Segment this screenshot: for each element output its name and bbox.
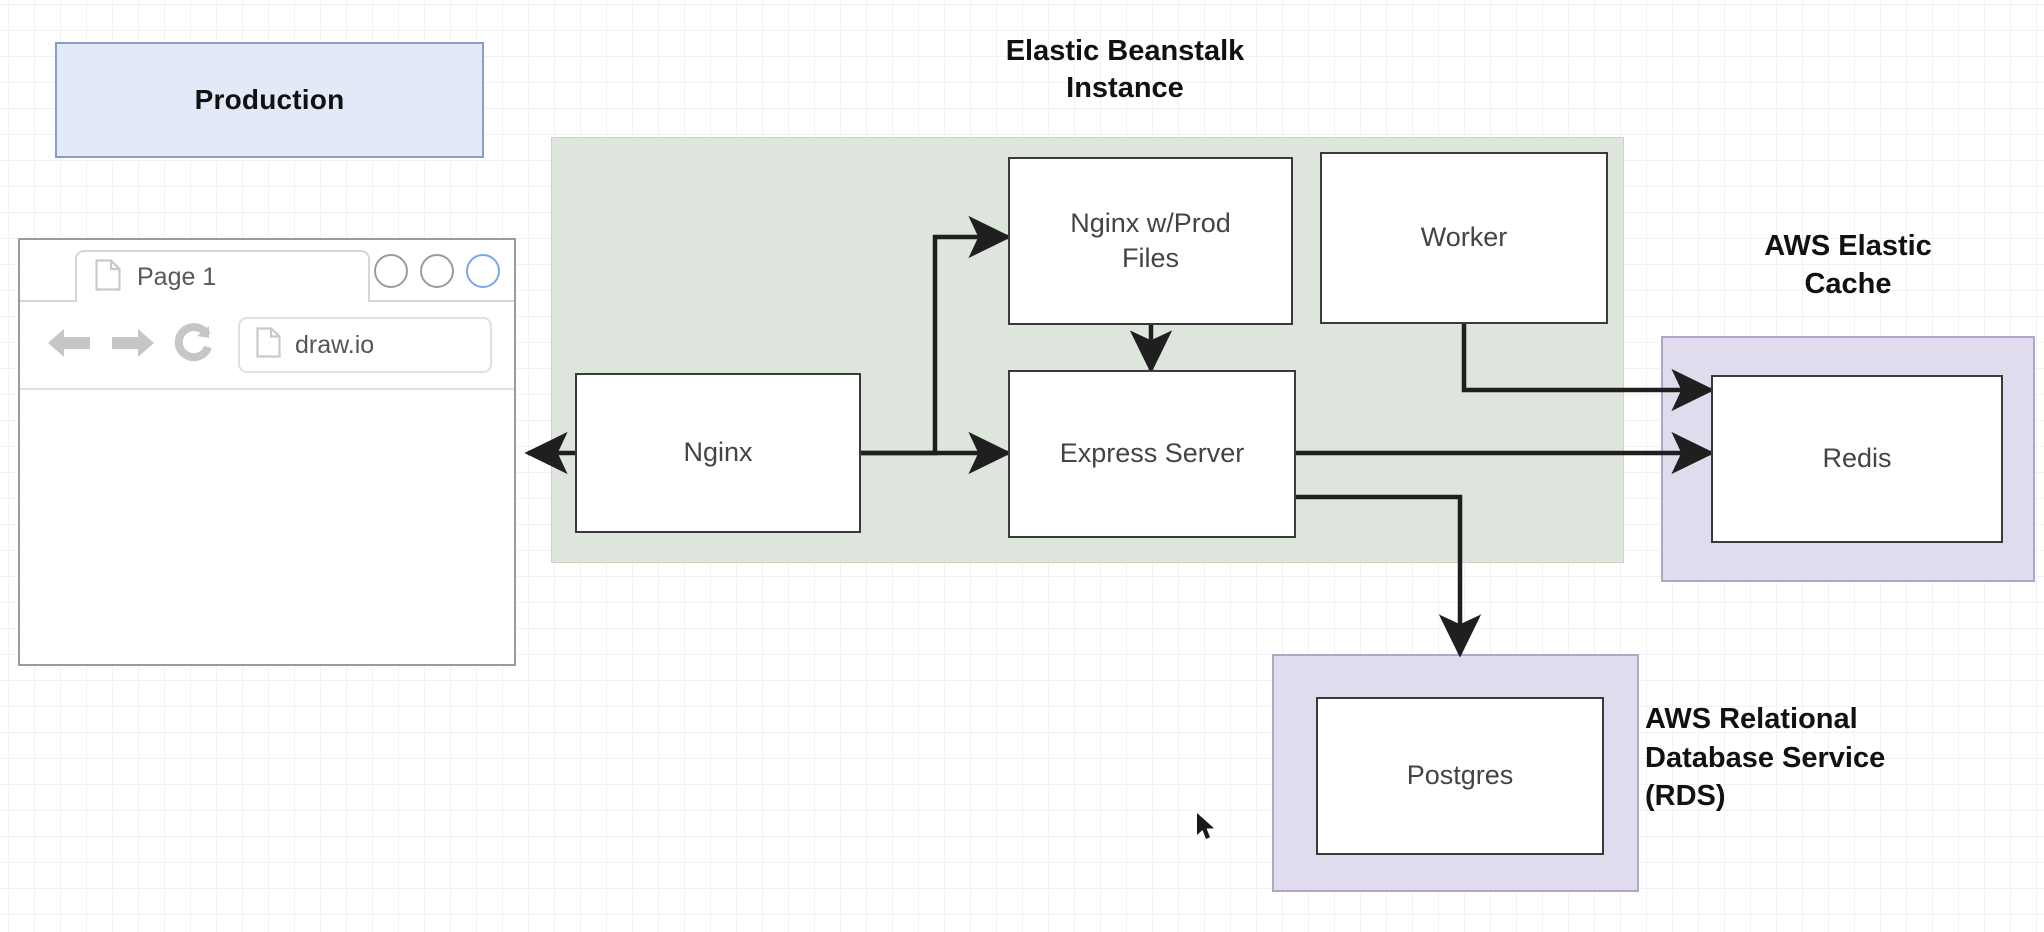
eb-title-line-1: Elastic Beanstalk (1005, 35, 1245, 67)
node-nginx[interactable]: Nginx (575, 373, 861, 533)
node-nginx-label: Nginx (683, 437, 753, 468)
node-nginx-prod-line-1: Nginx w/Prod (1070, 207, 1231, 238)
document-icon (95, 258, 121, 296)
node-express-server[interactable]: Express Server (1008, 370, 1296, 538)
rds-title-line-2: Database Service (1645, 741, 1886, 774)
node-redis-label: Redis (1822, 443, 1892, 474)
rds-title-line-1: AWS Relational (1645, 703, 1858, 735)
browser-toolbar: draw.io (20, 302, 514, 390)
browser-tab-label: Page 1 (137, 262, 217, 291)
browser-viewport (20, 390, 514, 664)
node-postgres[interactable]: Postgres (1316, 697, 1604, 855)
production-label: Production (194, 84, 345, 115)
node-redis[interactable]: Redis (1711, 375, 2003, 543)
cache-title-line-1: AWS Elastic (1764, 230, 1932, 262)
window-controls (374, 254, 500, 288)
mouse-pointer-icon (1196, 812, 1218, 849)
rds-title-line-3: (RDS) (1645, 780, 1726, 813)
elastic-beanstalk-group-title: Elastic Beanstalk Instance (930, 33, 1320, 107)
arrow-left-icon[interactable] (46, 324, 92, 367)
circle-button-1-icon[interactable] (374, 254, 408, 288)
eb-title-line-2: Instance (1066, 72, 1184, 105)
node-nginx-with-prod-files[interactable]: Nginx w/Prod Files (1008, 157, 1293, 325)
elastic-cache-group-title: AWS Elastic Cache (1658, 228, 2038, 303)
document-icon (256, 327, 281, 363)
browser-mockup: Page 1 (18, 238, 516, 666)
node-express-label: Express Server (1059, 438, 1245, 469)
node-worker[interactable]: Worker (1320, 152, 1608, 324)
production-legend-box: Production (55, 42, 484, 158)
reload-icon[interactable] (174, 322, 214, 368)
circle-button-2-icon[interactable] (420, 254, 454, 288)
node-nginx-prod-label: Nginx w/Prod Files (1070, 206, 1231, 276)
rds-group-title: AWS Relational Database Service (RDS) (1645, 700, 2044, 816)
browser-url-text: draw.io (295, 330, 375, 359)
node-nginx-prod-line-2: Files (1121, 243, 1179, 273)
cache-title-line-2: Cache (1804, 267, 1892, 300)
circle-button-3-icon[interactable] (466, 254, 500, 288)
browser-tab-page-1[interactable]: Page 1 (75, 250, 370, 302)
browser-url-bar[interactable]: draw.io (238, 317, 492, 373)
arrow-right-icon[interactable] (110, 324, 156, 367)
node-worker-label: Worker (1420, 222, 1508, 253)
browser-tabstrip: Page 1 (20, 240, 514, 302)
node-postgres-label: Postgres (1406, 760, 1514, 791)
